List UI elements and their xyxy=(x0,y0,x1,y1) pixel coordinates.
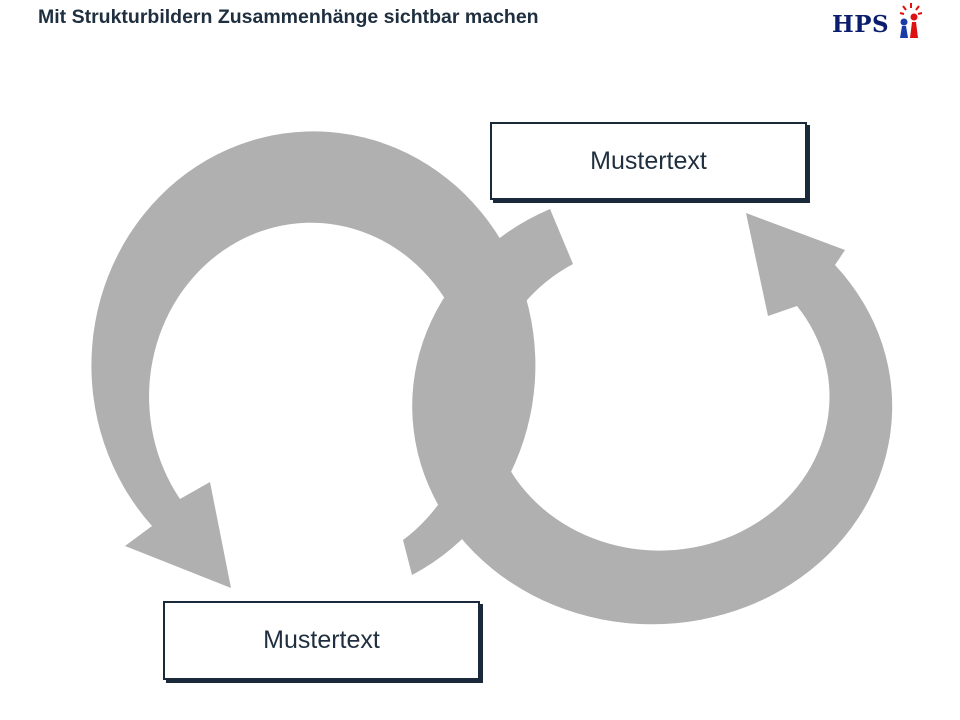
left-loop-arrow xyxy=(91,131,536,588)
logo-text: HPS xyxy=(832,11,890,38)
top-text-box: Mustertext xyxy=(490,122,807,200)
logo-burst-icon xyxy=(899,3,923,15)
right-loop-arrow xyxy=(412,209,893,625)
hps-logo: HPS xyxy=(830,2,925,42)
bottom-text-box: Mustertext xyxy=(163,601,480,680)
page-title: Mit Strukturbildern Zusammenhänge sichtb… xyxy=(38,6,539,28)
logo-figures-icon xyxy=(899,3,923,38)
